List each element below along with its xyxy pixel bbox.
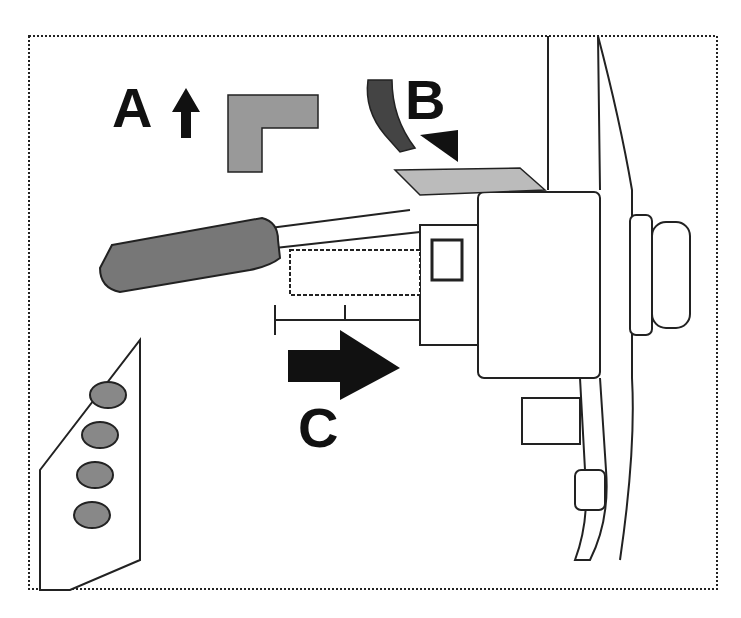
wedge-part xyxy=(395,168,545,195)
frame-border xyxy=(29,36,717,589)
handle-shaft xyxy=(270,210,420,248)
block xyxy=(420,225,478,345)
clip xyxy=(522,398,580,444)
window xyxy=(432,240,462,280)
tab xyxy=(575,470,605,510)
l-shaped-part xyxy=(228,95,318,172)
handle-grip xyxy=(100,218,280,292)
callout-letter: B xyxy=(405,72,445,128)
right-arrow xyxy=(288,330,400,400)
bracket xyxy=(275,305,420,335)
up-arrow xyxy=(172,88,200,138)
knob xyxy=(652,222,690,328)
rod xyxy=(290,250,420,295)
panel-holes xyxy=(74,382,126,528)
callout-letter: A xyxy=(112,80,152,136)
panel xyxy=(40,340,140,590)
down-arrow xyxy=(420,130,458,162)
callout-letter: C xyxy=(298,400,338,456)
knob-base xyxy=(630,215,652,335)
housing xyxy=(478,192,600,378)
